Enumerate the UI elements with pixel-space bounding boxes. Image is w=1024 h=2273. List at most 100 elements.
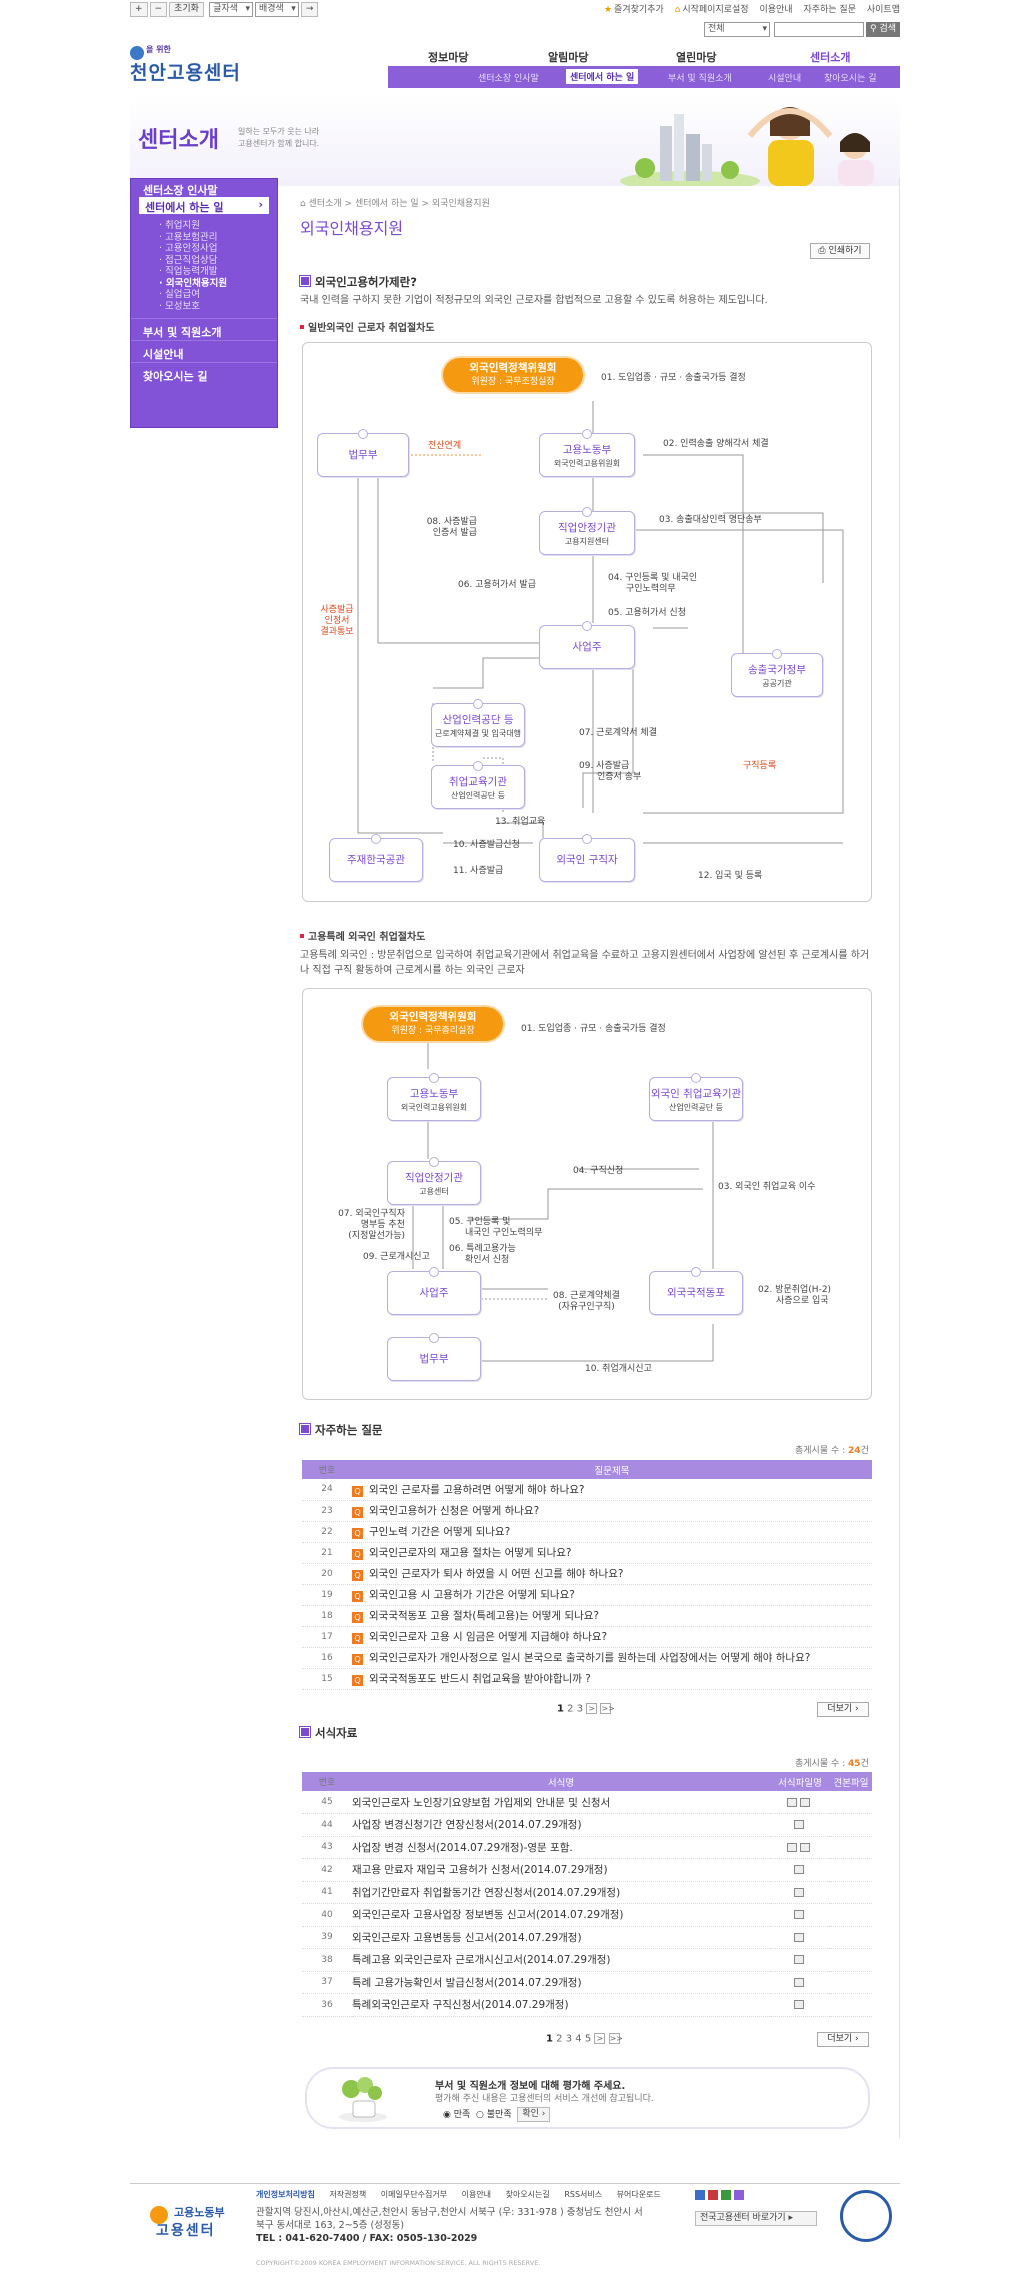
sidebar-item-staff[interactable]: 부서 및 직원소개 — [131, 318, 277, 340]
forms-next-button[interactable]: > — [594, 2033, 606, 2044]
radio-satisfied[interactable]: ◉ — [443, 2110, 451, 2120]
add-favorite-link[interactable]: 즐겨찾기추가 — [614, 5, 664, 15]
submenu-maternity[interactable]: · 모성보호 — [159, 300, 201, 312]
form-row-title[interactable]: 외국인근로자 고용변동등 신고서(2014.07.29개정) — [352, 1931, 582, 1944]
submenu-counsel[interactable]: · 접근직업상담 — [159, 254, 218, 266]
hwp-file-icon[interactable] — [793, 1932, 804, 1942]
sitemap-link[interactable]: 사이트맵 — [866, 5, 900, 15]
nav-info[interactable]: 정보마당 — [428, 51, 469, 64]
family-site-select[interactable]: 전국고용센터 바로가기 ▸ — [695, 2211, 817, 2226]
form-row-title[interactable]: 취업기간만료자 취업활동기간 연장신청서(2014.07.29개정) — [352, 1886, 621, 1899]
form-row-title[interactable]: 특례고용 외국인근로자 근로개시신고서(2014.07.29개정) — [352, 1954, 611, 1967]
survey-submit-button[interactable]: 확인 › — [517, 2107, 551, 2122]
forms-page-3[interactable]: 3 — [565, 2033, 573, 2045]
submenu-job-support[interactable]: · 취업지원 — [159, 220, 201, 231]
submenu-insurance[interactable]: · 고용보험관리 — [159, 231, 218, 243]
hwp-file-icon[interactable] — [787, 1797, 797, 1807]
subnav-facility[interactable]: 시설안내 — [768, 74, 802, 84]
viewer-link[interactable]: 뷰어다운로드 — [616, 2190, 661, 2199]
forms-page-2[interactable]: 2 — [556, 2033, 563, 2045]
sidebar-item-facility[interactable]: 시설안내 — [131, 340, 277, 362]
faq-row-title[interactable]: 외국인고용 시 고용허가 기간은 어떻게 되나요? — [369, 1589, 575, 1601]
hwp-file-icon[interactable] — [793, 1820, 804, 1830]
usage-link[interactable]: 이용안내 — [461, 2190, 492, 2199]
hwp-file-icon[interactable] — [793, 1910, 804, 1920]
search-scope-select[interactable]: 전체 — [703, 22, 770, 37]
hwp-icon[interactable] — [695, 2190, 705, 2200]
submenu-training[interactable]: · 직업능력개발 — [159, 266, 218, 277]
pdf-file-icon[interactable] — [800, 1797, 810, 1807]
form-row-title[interactable]: 외국인근로자 노인장기요양보험 가입제외 안내문 및 신청서 — [352, 1796, 611, 1809]
pdf-file-icon[interactable] — [800, 1842, 810, 1852]
submenu-stability[interactable]: · 고용안정사업 — [159, 243, 218, 254]
form-row-title[interactable]: 특례외국인근로자 구직신청서(2014.07.29개정) — [352, 1999, 569, 2012]
subnav-greeting[interactable]: 센터소장 인사말 — [478, 74, 539, 84]
go-button[interactable]: → — [300, 2, 319, 17]
guide-link[interactable]: 이용안내 — [759, 5, 793, 15]
rss-link[interactable]: RSS서비스 — [564, 2190, 603, 2199]
radio-unsatisfied[interactable]: ○ — [476, 2110, 484, 2120]
form-row-title[interactable]: 특례 고용가능확인서 발급신청서(2014.07.29개정) — [352, 1976, 582, 1989]
hwp-file-icon[interactable] — [793, 1955, 804, 1965]
faq-row-title[interactable]: 외국인 근로자가 퇴사 하였을 시 어떤 신고를 해야 하나요? — [369, 1568, 624, 1580]
form-row-title[interactable]: 외국인근로자 고용사업장 정보변동 신고서(2014.07.29개정) — [352, 1909, 624, 1922]
faq-row-title[interactable]: 외국인근로자 고용 시 임금은 어떻게 지급해야 하나요? — [369, 1631, 608, 1643]
hwp-file-icon[interactable] — [793, 1865, 804, 1875]
faq-row-title[interactable]: 외국인 근로자를 고용하려면 어떻게 해야 하나요? — [369, 1483, 585, 1496]
form-row-title[interactable]: 사업장 변경 신청서(2014.07.29개정)-영문 포함. — [352, 1841, 573, 1854]
forms-page-4[interactable]: 4 — [575, 2033, 582, 2045]
reset-button[interactable]: 초기화 — [169, 2, 204, 17]
subnav-staff[interactable]: 부서 및 직원소개 — [668, 74, 732, 84]
nav-notice[interactable]: 알림마당 — [548, 51, 589, 64]
faq-row-title[interactable]: 외국국적동포도 반드시 취업교육을 받아야합니까 ? — [369, 1673, 591, 1685]
hwp-file-icon[interactable] — [793, 1977, 804, 1987]
subnav-directions[interactable]: 찾아오시는 길 — [824, 74, 877, 84]
nav-center[interactable]: 센터소개 — [810, 51, 851, 64]
subnav-work[interactable]: 센터에서 하는 일 — [566, 69, 639, 84]
sidebar-item-work[interactable]: 센터에서 하는 일 — [139, 197, 269, 214]
faq-more-button[interactable]: 더보기 › — [817, 1702, 869, 1717]
start-page-link[interactable]: 시작페이지로설정 — [682, 5, 749, 15]
faq-row-title[interactable]: 외국국적동포 고용 절차(특례고용)는 어떻게 되나요? — [369, 1610, 599, 1622]
bg-color-select[interactable]: 배경색 — [254, 2, 299, 17]
sidebar-item-directions[interactable]: 찾아오시는 길 — [131, 362, 277, 384]
zoom-in-button[interactable]: + — [130, 2, 148, 17]
directions-link[interactable]: 찾아오시는길 — [505, 2190, 550, 2199]
form-row-title[interactable]: 사업장 변경신청기간 연장신청서(2014.07.29개정) — [352, 1819, 582, 1832]
forms-page-1[interactable]: 1 — [546, 2033, 553, 2045]
faq-row-title[interactable]: 외국인근로자의 재고용 절차는 어떻게 되나요? — [369, 1547, 572, 1559]
faq-next-button[interactable]: > — [586, 1703, 598, 1714]
font-color-select[interactable]: 글자색 — [209, 2, 253, 17]
submenu-unemployment[interactable]: · 실업급여 — [159, 289, 201, 300]
nav-open[interactable]: 열린마당 — [676, 51, 717, 64]
faq-link[interactable]: 자주하는 질문 — [803, 5, 856, 15]
forms-page-5[interactable]: 5 — [584, 2033, 592, 2045]
faq-last-button[interactable]: >> — [600, 1703, 615, 1714]
faq-row-title[interactable]: 외국인근로자가 개인사정으로 일시 본국으로 출국하기를 원하는데 사업장에서는… — [369, 1652, 811, 1664]
forms-more-button[interactable]: 더보기 › — [817, 2032, 869, 2047]
privacy-link[interactable]: 개인정보처리방침 — [256, 2190, 315, 2199]
excel-icon[interactable] — [720, 2190, 731, 2200]
print-button[interactable]: ⎙ 인쇄하기 — [810, 243, 870, 259]
site-logo[interactable]: 을 위한 천안고용센터 — [130, 44, 260, 98]
search-button[interactable]: ⚲ 검색 — [865, 22, 900, 37]
search-input[interactable] — [773, 22, 864, 37]
faq-page-3[interactable]: 3 — [576, 1703, 584, 1715]
faq-row-title[interactable]: 외국인고용허가 신청은 어떻게 하나요? — [369, 1505, 540, 1517]
zoom-out-button[interactable]: − — [149, 2, 168, 17]
hwp-file-icon[interactable] — [793, 1887, 804, 1897]
